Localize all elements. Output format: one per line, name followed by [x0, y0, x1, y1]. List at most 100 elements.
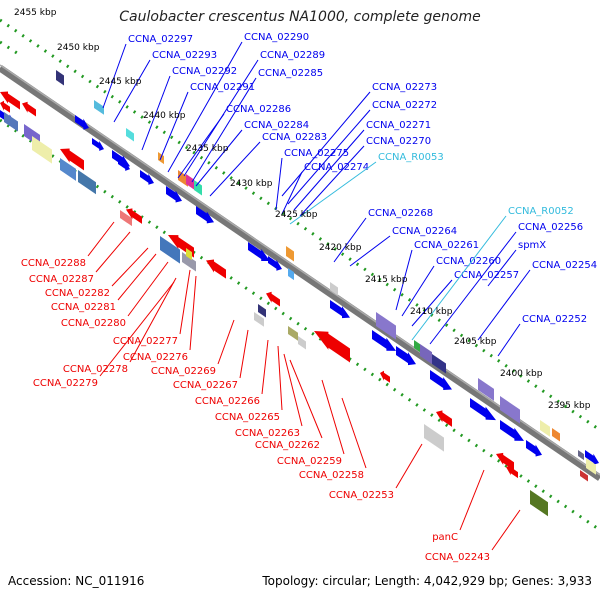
callout-line — [487, 249, 517, 287]
feature-box — [298, 336, 306, 350]
forward-gene-arrow — [248, 242, 270, 261]
scale-label: 2440 kbp — [143, 111, 186, 121]
gene-label: CCNA_02288 — [21, 258, 86, 269]
callout-line — [261, 339, 269, 395]
gene-label: CCNA_02252 — [522, 314, 587, 325]
gene-label: CCNA_02275 — [284, 148, 349, 159]
gene-label: CCNA_02293 — [152, 50, 217, 61]
feature-box — [286, 246, 294, 262]
feature-box — [186, 248, 192, 261]
feature-box — [78, 170, 96, 195]
reverse-gene-arrow — [266, 291, 280, 307]
forward-gene-arrow — [500, 420, 524, 441]
gene-label: CCNA_02263 — [235, 428, 300, 439]
scale-label: 2430 kbp — [230, 179, 273, 189]
callout-line — [401, 265, 435, 317]
callout-line — [395, 249, 413, 311]
scale-label: 2445 kbp — [99, 77, 142, 87]
gene-label: CCNA_02268 — [368, 208, 433, 219]
forward-gene-arrow — [372, 330, 396, 351]
gene-label: CCNA_02297 — [128, 34, 193, 45]
feature-box — [182, 252, 196, 272]
feature-box — [160, 236, 180, 264]
callout-line — [349, 235, 391, 267]
feature-box — [330, 282, 338, 296]
callout-line — [177, 113, 225, 179]
gene-label: CCNA_R0053 — [378, 152, 444, 163]
reverse-gene-arrow — [436, 410, 452, 427]
callout-line — [159, 91, 189, 161]
gene-label: panC — [432, 532, 458, 543]
feature-box — [580, 470, 588, 482]
forward-gene-arrow — [140, 170, 154, 185]
callout-line — [321, 379, 345, 455]
callout-line — [167, 41, 243, 173]
callout-line — [195, 129, 243, 187]
forward-gene-arrow — [330, 300, 350, 319]
feature-box — [56, 70, 64, 86]
gene-label: CCNA_02266 — [195, 396, 260, 407]
feature-box — [120, 210, 132, 227]
callout-line — [191, 77, 257, 183]
callout-line — [99, 281, 175, 377]
callout-line — [87, 221, 115, 257]
feature-box — [586, 458, 596, 475]
gene-label: CCNA_02274 — [304, 162, 369, 173]
callout-line — [102, 43, 127, 109]
feature-box — [258, 304, 266, 318]
reverse-gene-arrow — [60, 148, 84, 171]
callout-line — [113, 59, 151, 123]
genome-summary: Topology: circular; Length: 4,042,929 bp… — [262, 574, 592, 588]
scale-label: 2425 kbp — [275, 210, 318, 220]
gene-label: CCNA_02286 — [226, 104, 291, 115]
gene-label: CCNA_02287 — [29, 274, 94, 285]
feature-box — [540, 420, 550, 437]
scale-label: 2435 kbp — [186, 144, 229, 154]
callout-line — [117, 253, 157, 301]
gene-label: CCNA_02260 — [436, 256, 501, 267]
reverse-gene-arrow — [0, 91, 20, 110]
gene-label: CCNA_02269 — [151, 366, 216, 377]
forward-gene-arrow — [585, 450, 599, 465]
callout-line — [189, 275, 197, 351]
gene-label: CCNA_02289 — [260, 50, 325, 61]
callout-line — [333, 217, 367, 263]
feature-box — [432, 354, 446, 374]
gene-label: CCNA_02290 — [244, 32, 309, 43]
gene-label: CCNA_02243 — [425, 552, 490, 563]
callout-line — [341, 397, 367, 469]
gene-label: CCNA_02254 — [532, 260, 597, 271]
feature-box — [424, 424, 444, 452]
forward-gene-arrow — [75, 115, 89, 130]
scale-label: 2410 kbp — [410, 307, 453, 317]
gene-label: CCNA_02282 — [45, 288, 110, 299]
callout-line — [239, 329, 249, 379]
callout-line — [459, 469, 485, 531]
callout-line — [179, 269, 191, 335]
callout-line — [411, 215, 507, 341]
scale-label: 2450 kbp — [57, 43, 100, 53]
gene-label: CCNA_02265 — [215, 412, 280, 423]
gene-label: spmX — [518, 240, 546, 251]
callout-line — [141, 75, 171, 151]
forward-gene-arrow — [118, 158, 130, 171]
reverse-gene-arrow — [126, 208, 142, 224]
feature-box — [478, 378, 494, 401]
callout-line — [217, 319, 235, 365]
gene-label: CCNA_02264 — [392, 226, 457, 237]
feature-box — [376, 312, 396, 340]
feature-box — [530, 490, 548, 517]
scale-label: 2400 kbp — [500, 369, 543, 379]
feature-box — [126, 128, 134, 142]
accession-label: Accession: NC_011916 — [8, 574, 145, 588]
gene-label: CCNA_02253 — [329, 490, 394, 501]
feature-box — [32, 136, 52, 164]
feature-box — [552, 428, 560, 442]
gene-label: CCNA_02270 — [366, 136, 431, 147]
scale-label: 2455 kbp — [14, 8, 57, 18]
gene-label: CCNA_02262 — [255, 440, 320, 451]
callout-line — [491, 509, 521, 551]
callout-line — [289, 161, 377, 225]
gene-label: CCNA_02261 — [414, 240, 479, 251]
